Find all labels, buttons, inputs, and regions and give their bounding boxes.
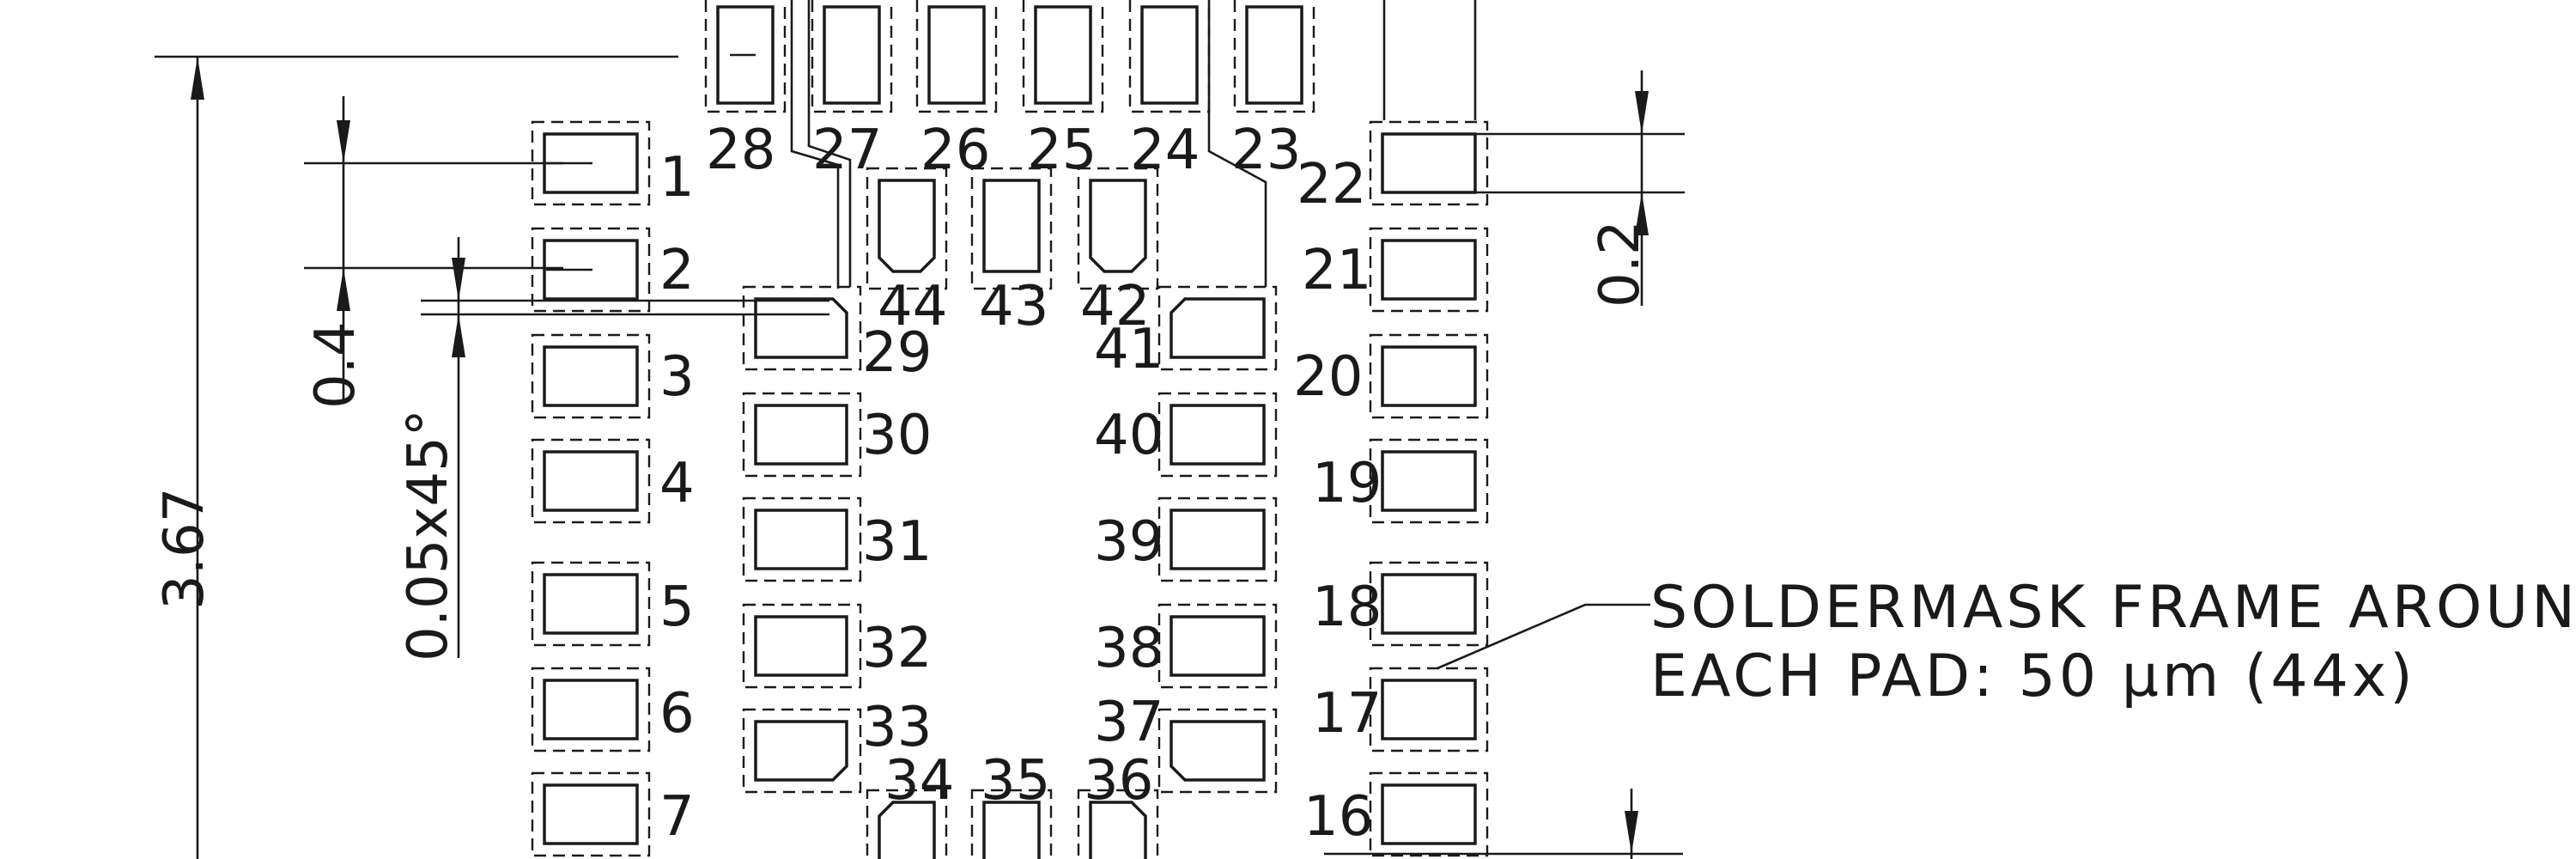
pin-label-29: 29 — [862, 321, 932, 385]
pin-label-16: 16 — [1303, 785, 1373, 849]
pin-label-41: 41 — [1094, 318, 1163, 381]
pin-label-36: 36 — [1084, 749, 1153, 813]
pin-label-2: 2 — [659, 239, 695, 302]
dimension-overall-height: 3.67 — [153, 55, 678, 859]
inner-right-pad-column — [1157, 285, 1278, 794]
pin-label-34: 34 — [884, 749, 954, 813]
pin-label-5: 5 — [659, 576, 695, 639]
note-line-2: EACH PAD: 50 µm (44x) — [1650, 643, 2416, 710]
dimension-label-overall-height: 3.67 — [153, 488, 216, 611]
right-pad-column — [1369, 120, 1489, 857]
pin-label-1: 1 — [659, 146, 695, 210]
pin-label-33: 33 — [862, 696, 932, 759]
pin-label-31: 31 — [862, 510, 932, 574]
top-pad-row — [704, 0, 1315, 113]
pin-label-21: 21 — [1302, 239, 1371, 302]
pin-label-7: 7 — [659, 785, 695, 849]
dimension-chamfer: 0.05x45° — [397, 237, 829, 661]
pin-label-32: 32 — [862, 617, 932, 680]
inner-bottom-pad-row — [866, 789, 1159, 859]
pin-label-26: 26 — [920, 119, 990, 182]
inner-top-pad-row — [866, 167, 1159, 290]
dimension-pad-pitch: 0.4 — [304, 96, 563, 409]
soldermask-note: SOLDERMASK FRAME AROUND EACH PAD: 50 µm … — [1437, 574, 2576, 710]
pin-label-3: 3 — [659, 345, 695, 409]
pin-label-27: 27 — [812, 119, 882, 182]
pin-label-22: 22 — [1297, 153, 1366, 216]
pin-label-38: 38 — [1094, 617, 1163, 680]
pin-label-19: 19 — [1312, 452, 1382, 515]
leader-lines — [790, 0, 1477, 289]
pin-label-37: 37 — [1094, 691, 1163, 754]
pin-label-43: 43 — [979, 275, 1048, 338]
pin-labels: 1 2 3 4 5 6 7 16 17 18 19 20 21 22 23 24… — [659, 119, 1382, 849]
pin-label-44: 44 — [878, 275, 947, 338]
pin-label-17: 17 — [1312, 682, 1382, 746]
pin-label-39: 39 — [1094, 510, 1163, 574]
pin-label-42: 42 — [1080, 275, 1150, 338]
dimension-pad-width: 0.2 — [1451, 70, 1685, 308]
pin-label-40: 40 — [1094, 404, 1163, 467]
pin-label-30: 30 — [862, 404, 932, 467]
pin-label-35: 35 — [981, 749, 1050, 813]
pin-label-4: 4 — [659, 452, 695, 515]
dimension-label-pad-pitch: 0.4 — [304, 321, 368, 409]
inner-left-pad-column — [742, 285, 862, 794]
pin-label-20: 20 — [1293, 345, 1363, 409]
dimension-bottom-right — [1324, 789, 1683, 859]
pin-label-18: 18 — [1312, 576, 1382, 639]
pin-label-6: 6 — [659, 682, 695, 746]
pin-label-24: 24 — [1130, 119, 1200, 182]
left-pad-column — [531, 120, 651, 857]
pin-label-28: 28 — [706, 119, 775, 182]
dimension-label-chamfer: 0.05x45° — [397, 409, 460, 661]
dimension-label-pad-width: 0.2 — [1589, 220, 1652, 308]
note-line-1: SOLDERMASK FRAME AROUND — [1650, 574, 2576, 642]
pin-label-23: 23 — [1231, 119, 1301, 182]
pin-label-25: 25 — [1027, 119, 1097, 182]
